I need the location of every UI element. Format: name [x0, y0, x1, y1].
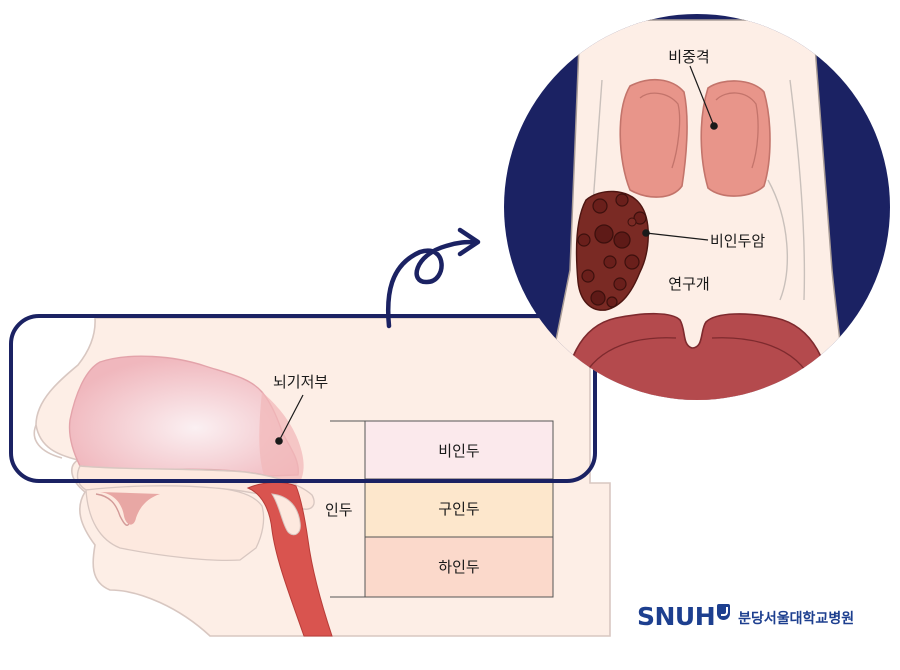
right-turbinate-inner: [715, 92, 759, 169]
oral-cavity-red: [100, 492, 160, 525]
tumor-mass: [575, 190, 649, 311]
left-turbinate-inner: [639, 92, 681, 169]
logo-brand: SNUH: [637, 601, 716, 631]
septum-leader: [689, 65, 715, 127]
label-hypopharynx: 하인두: [438, 558, 480, 576]
zoom-view: [504, 14, 890, 400]
label-soft-palate: 연구개: [668, 275, 709, 293]
nasopharynx-highlight-frame: [9, 314, 597, 483]
label-pharynx: 인두: [325, 501, 353, 519]
face-outline: [33, 424, 63, 459]
skull-base-leader: [278, 394, 304, 442]
zoom-arrow: [385, 227, 481, 329]
snuh-logo: SNUH 분당서울대학교병원: [637, 601, 854, 631]
label-nasopharyngeal-cancer: 비인두암: [710, 232, 765, 250]
logo-hospital-name: 분당서울대학교병원: [738, 611, 855, 627]
epiglottis-fold: [270, 493, 301, 536]
oropharynx-box: [364, 478, 554, 538]
pharynx-segments: [330, 420, 554, 598]
logo-emblem-icon: [717, 604, 731, 620]
pharynx-tube: [246, 481, 333, 637]
label-nasal-septum: 비중격: [668, 48, 709, 66]
left-turbinate: [619, 79, 688, 198]
tumor-leader: [645, 232, 709, 241]
nasopharynx-box: [364, 420, 554, 480]
label-nasopharynx: 비인두: [438, 442, 480, 460]
inner-contour-bottom: [767, 179, 788, 301]
label-oropharynx: 구인두: [438, 500, 480, 518]
right-turbinate: [700, 80, 771, 197]
hypopharynx-box: [364, 536, 554, 598]
sagittal-head-section: [33, 317, 611, 637]
label-skull-base: 뇌기저부: [273, 373, 328, 391]
inner-contour-right: [789, 79, 806, 301]
